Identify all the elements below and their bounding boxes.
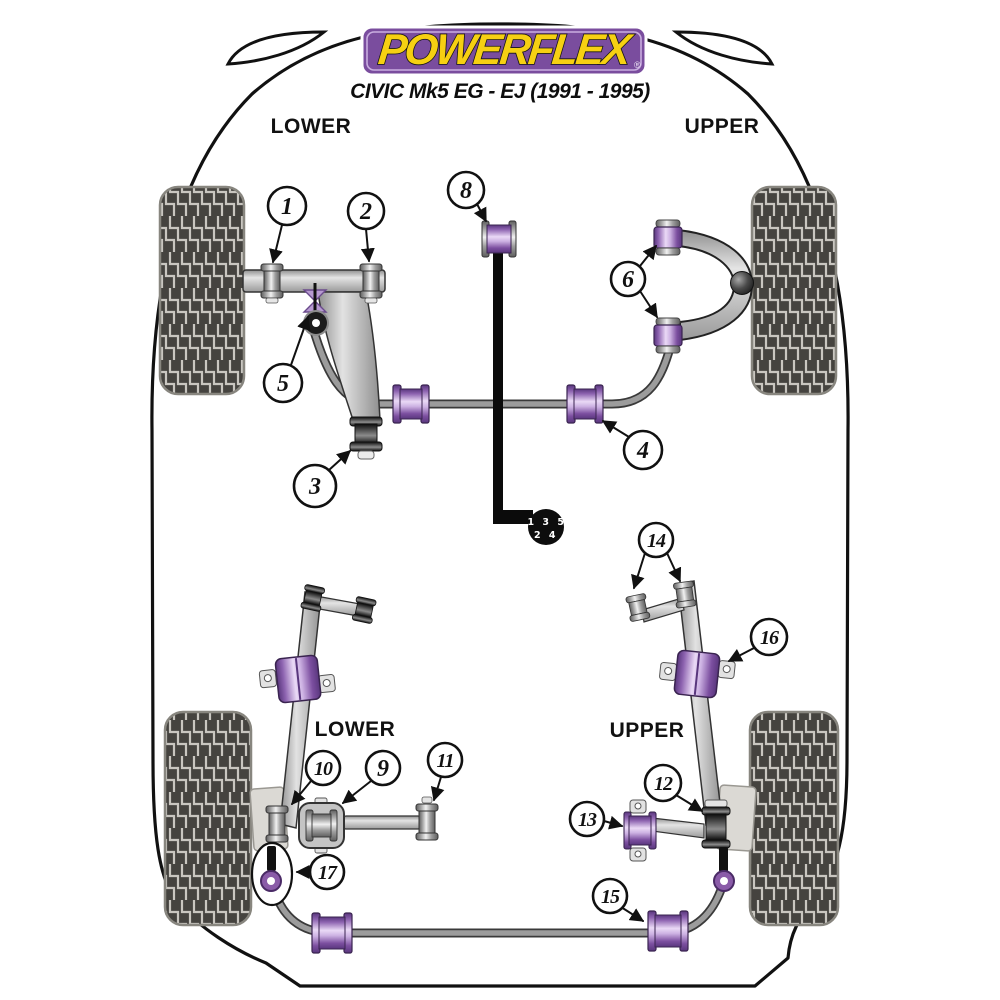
rear-anti-roll-bar (268, 882, 728, 938)
svg-text:15: 15 (601, 886, 620, 908)
rear-right-tire (748, 710, 840, 927)
label-rear-upper: UPPER (610, 719, 685, 742)
front-arm-rear-mount-bushing (349, 416, 383, 460)
rear-right-upper-arm-bushings (625, 580, 697, 622)
front-left-tire (158, 185, 246, 396)
svg-text:16: 16 (760, 627, 779, 649)
shift-pattern-top-row: 1 3 5 (528, 517, 567, 528)
logo-box-inner-border (366, 31, 642, 71)
callout-8: 8 (446, 170, 487, 223)
svg-text:6: 6 (622, 267, 634, 293)
svg-text:3: 3 (308, 474, 321, 500)
rear-arb-bushing-left (311, 912, 353, 954)
label-front-upper: UPPER (685, 115, 760, 138)
svg-text:14: 14 (647, 530, 666, 552)
front-arb-bushing-right (566, 384, 604, 424)
rear-left-arm-inner-box-bushing (298, 797, 345, 854)
logo-wordmark: POWERFLEX (376, 26, 636, 74)
left-mirror (225, 30, 329, 66)
rear-arb-bushing-right (647, 910, 689, 952)
svg-text:12: 12 (654, 773, 673, 795)
tires (158, 185, 840, 927)
gear-shift-knob: 1 3 5 2 4 (528, 509, 567, 545)
rear-left-drop-link (250, 841, 294, 907)
rear-left-arm-outer-bushing (265, 805, 289, 843)
svg-text:2: 2 (359, 199, 372, 225)
callout-5: 5 (262, 315, 311, 404)
rear-right-trailing-arm-bushing (701, 799, 731, 849)
rear-suspension (249, 580, 757, 954)
rear-left-tire (163, 710, 253, 927)
svg-text:13: 13 (578, 809, 597, 831)
rear-right-drop-link (713, 847, 735, 892)
callout-1: 1 (266, 185, 308, 264)
callout-16: 16 (727, 617, 789, 662)
rear-right-trailing-arm-mount (659, 649, 736, 699)
front-suspension: 1 3 5 2 4 (242, 219, 754, 545)
svg-text:9: 9 (377, 756, 389, 782)
registered-mark: ® (634, 60, 641, 70)
callout-4: 4 (601, 420, 664, 471)
gear-linkage-bushing (481, 220, 517, 258)
callouts: 1 2 3 4 5 6 8 (262, 170, 789, 922)
front-arb-bushing-left (392, 384, 430, 424)
svg-text:8: 8 (460, 178, 472, 204)
label-front-lower: LOWER (271, 115, 352, 138)
svg-text:5: 5 (277, 371, 289, 397)
upper-wishbone-front-bushing (653, 219, 683, 256)
svg-text:10: 10 (314, 758, 333, 780)
front-right-tire (750, 185, 838, 396)
section-labels: LOWER UPPER LOWER UPPER (271, 115, 760, 742)
label-rear-lower: LOWER (315, 718, 396, 741)
logo-box (360, 25, 648, 77)
powerflex-logo: POWERFLEX ® (360, 25, 648, 77)
upper-wishbone-rear-bushing (653, 317, 683, 354)
front-arm-front-bushing (260, 263, 284, 304)
callout-2: 2 (346, 191, 386, 263)
svg-text:17: 17 (318, 862, 338, 884)
callout-9: 9 (341, 749, 402, 804)
rear-left-arm-rear-bushing (415, 796, 439, 841)
callout-17: 17 (295, 853, 346, 891)
gear-linkage-rod (493, 252, 533, 524)
model-title: CIVIC Mk5 EG - EJ (1991 - 1995) (350, 80, 650, 103)
rear-left-upper-arm-bushings (300, 584, 377, 624)
front-upper-wishbone (653, 219, 754, 354)
callout-11: 11 (426, 741, 464, 802)
rear-left-lower-arm-bar (343, 815, 421, 830)
svg-text:11: 11 (437, 750, 454, 772)
svg-text:1: 1 (281, 194, 293, 220)
svg-text:4: 4 (636, 438, 649, 464)
callout-10: 10 (291, 749, 342, 806)
front-arm-rear-bushing (359, 263, 383, 304)
callout-6: 6 (609, 244, 658, 319)
upper-ball-joint (730, 271, 754, 295)
callout-14: 14 (631, 521, 682, 590)
callout-13: 13 (568, 800, 624, 838)
callout-3: 3 (292, 450, 352, 509)
rear-left-trailing-arm-mount (258, 654, 336, 704)
right-mirror (671, 30, 775, 66)
rear-right-arm-front-bushing (623, 799, 657, 862)
shift-pattern-bottom-row: 2 4 (534, 530, 558, 541)
callout-12: 12 (643, 763, 704, 812)
callout-15: 15 (591, 877, 645, 922)
